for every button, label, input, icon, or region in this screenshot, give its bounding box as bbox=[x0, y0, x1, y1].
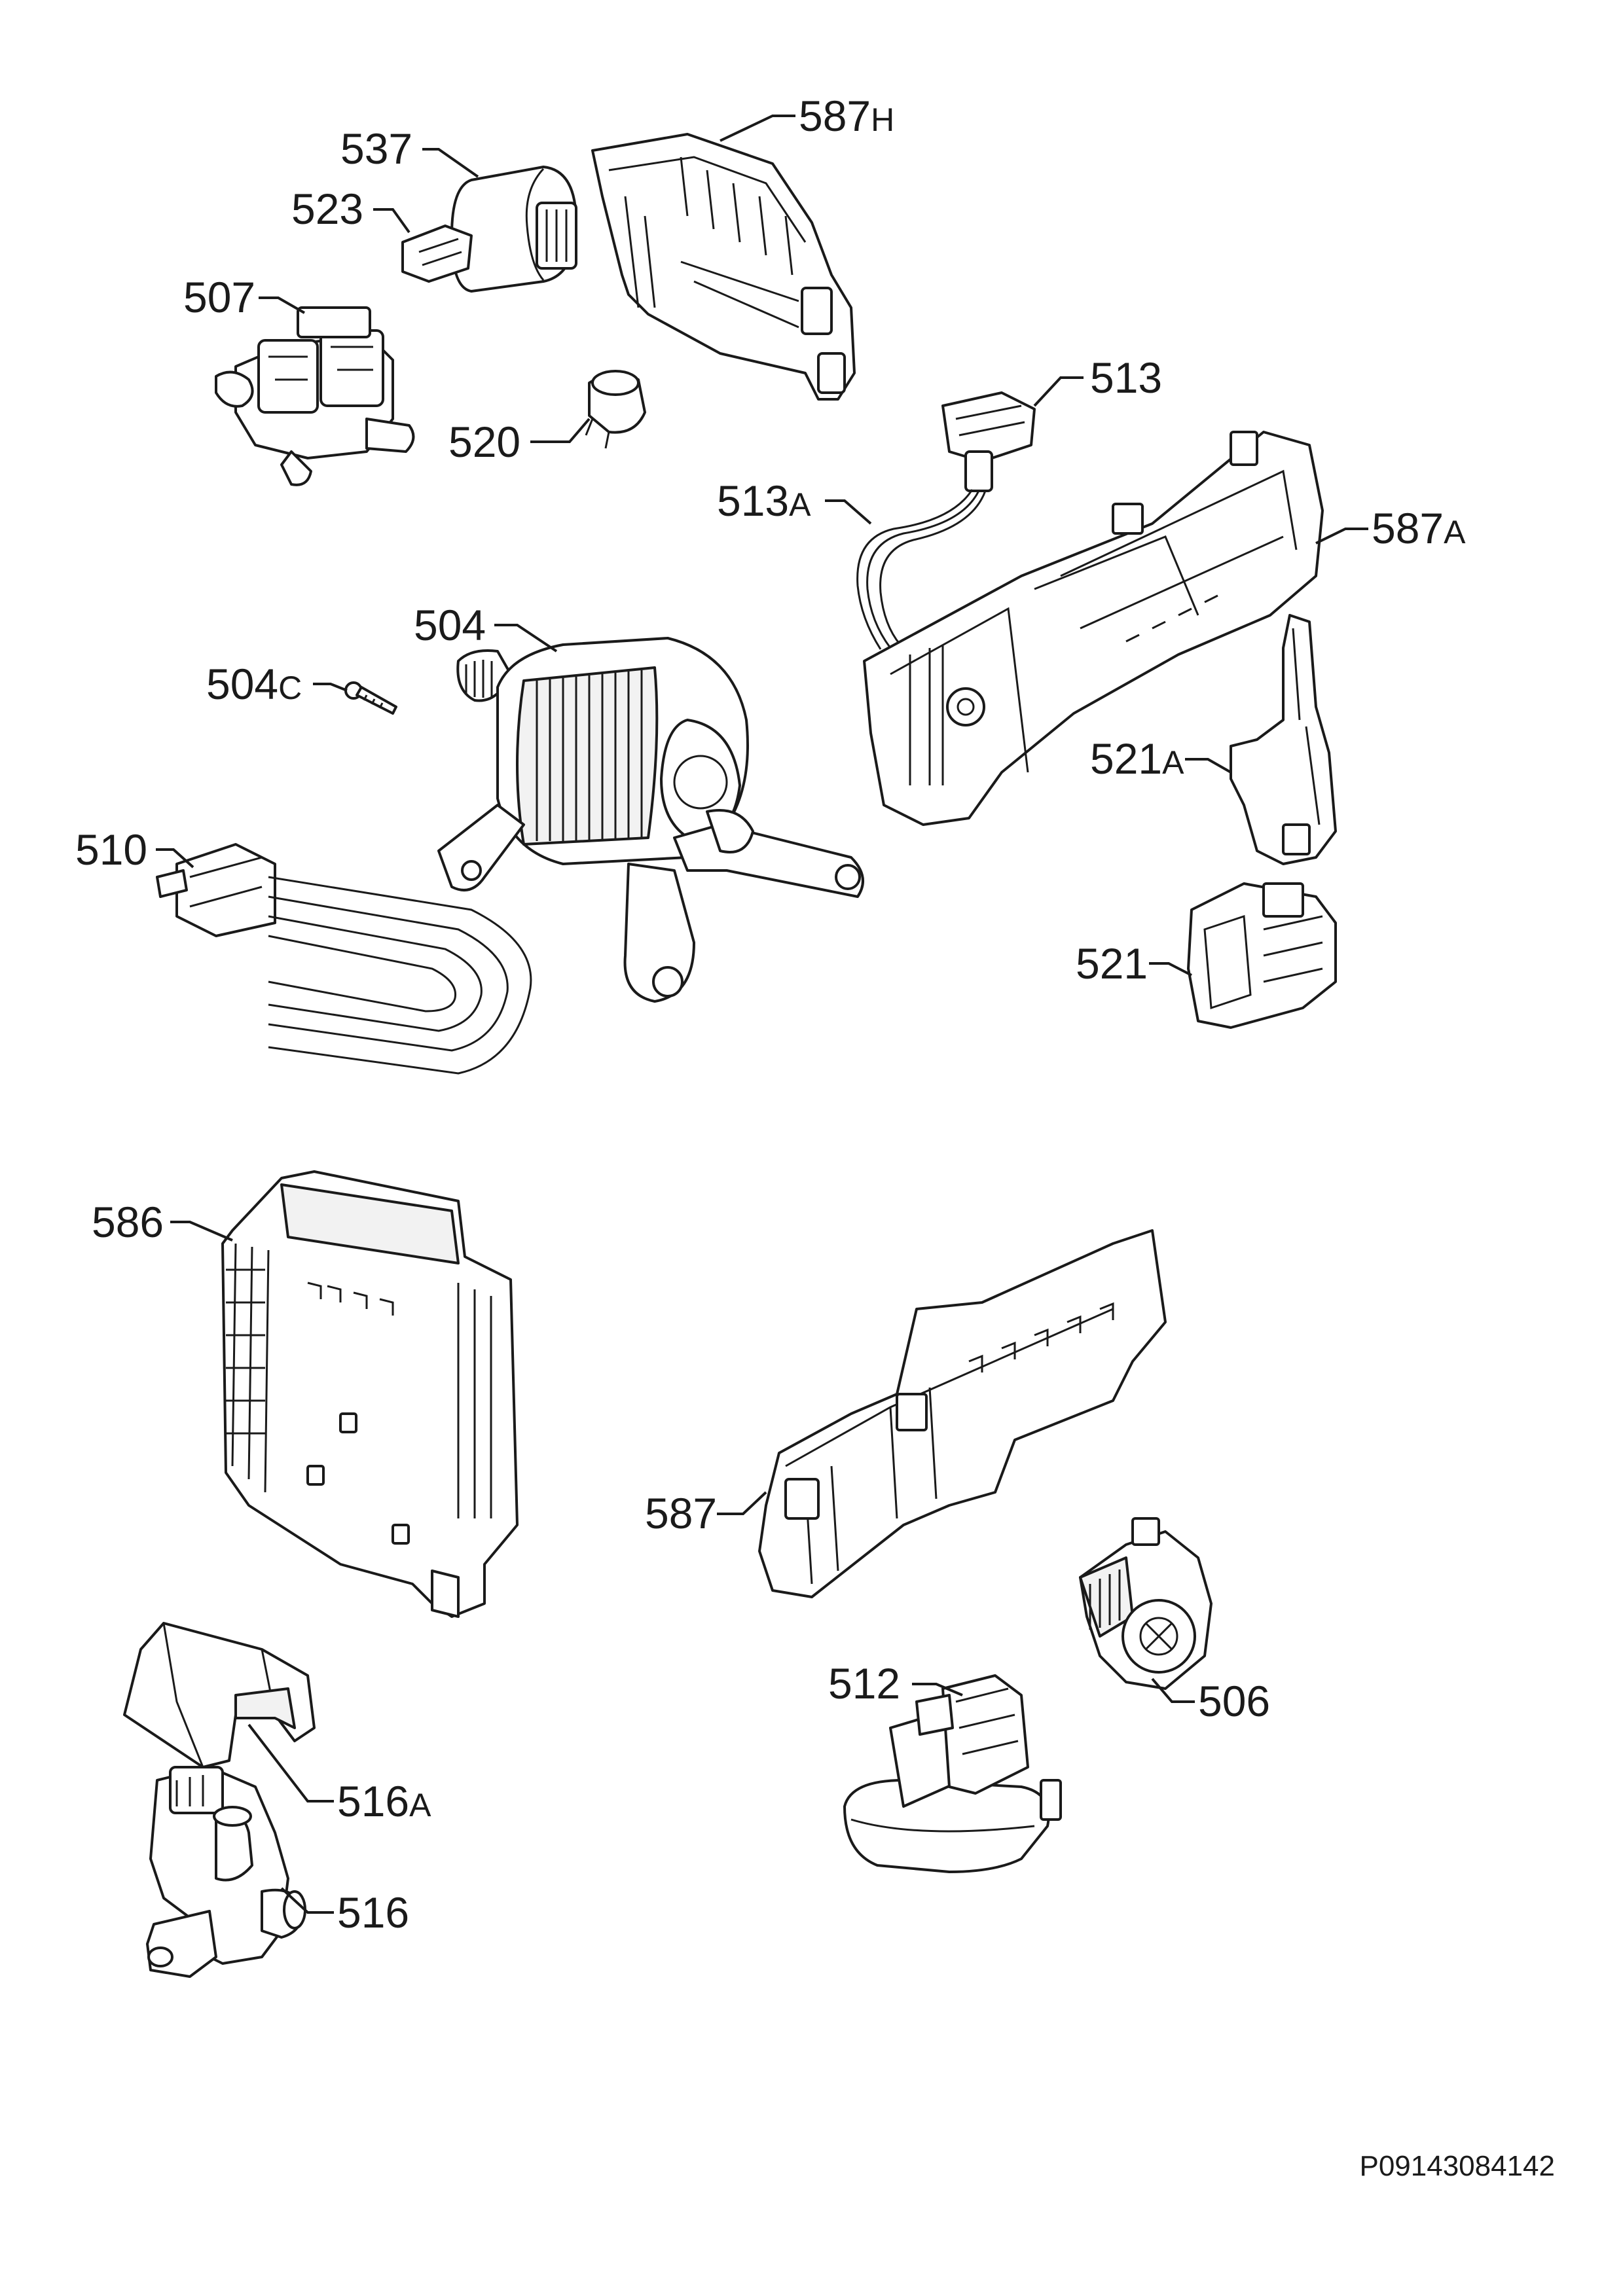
callout-513A: 513A bbox=[717, 476, 811, 525]
part-521A-lock-cover bbox=[1230, 614, 1337, 865]
callout-516: 516 bbox=[337, 1888, 409, 1937]
callout-506: 506 bbox=[1198, 1677, 1270, 1725]
callout-504: 504 bbox=[414, 601, 486, 649]
part-510-heater bbox=[156, 843, 532, 1075]
part-513-selector bbox=[941, 391, 1036, 492]
callout-523: 523 bbox=[291, 185, 363, 233]
part-513A-wiring bbox=[856, 489, 987, 650]
callout-512: 512 bbox=[828, 1659, 900, 1708]
callout-537: 537 bbox=[340, 124, 412, 173]
callout-521: 521 bbox=[1076, 939, 1148, 988]
part-587A-ui-board bbox=[863, 431, 1324, 826]
part-586-main-board bbox=[221, 1170, 519, 1618]
callout-587: 587 bbox=[645, 1489, 717, 1537]
part-516-circulation-pump bbox=[146, 1766, 306, 1978]
callout-586: 586 bbox=[92, 1198, 164, 1246]
callout-510: 510 bbox=[75, 825, 147, 874]
callout-587A: 587A bbox=[1372, 504, 1466, 552]
part-521-door-lock bbox=[1187, 882, 1337, 1029]
callout-521A: 521A bbox=[1090, 734, 1184, 783]
part-507-inlet-valve bbox=[215, 306, 415, 486]
callout-513: 513 bbox=[1090, 353, 1162, 402]
callout-516A: 516A bbox=[337, 1777, 431, 1825]
part-512-pressure-switch bbox=[843, 1674, 1062, 1873]
callout-504C: 504C bbox=[206, 660, 302, 708]
callout-507: 507 bbox=[183, 273, 255, 321]
part-520-sensor bbox=[585, 370, 646, 449]
callout-labels: 537 587H 523 507 520 513 513A 587A 504 5… bbox=[75, 92, 1466, 1937]
part-537-filter bbox=[450, 166, 577, 293]
callout-520: 520 bbox=[448, 418, 520, 466]
part-516A-pump-cover bbox=[123, 1622, 316, 1768]
part-506-drain-pump bbox=[1079, 1517, 1213, 1690]
callout-587H: 587H bbox=[799, 92, 894, 140]
part-587-power-board bbox=[758, 1229, 1167, 1598]
part-523-connector bbox=[401, 224, 473, 283]
leader-lines bbox=[156, 115, 1368, 1914]
part-587H-board-holder bbox=[591, 133, 856, 401]
document-code: P09143084142 bbox=[1359, 2150, 1555, 2182]
part-504-motor bbox=[437, 637, 864, 1003]
part-504C-screw bbox=[344, 681, 397, 715]
